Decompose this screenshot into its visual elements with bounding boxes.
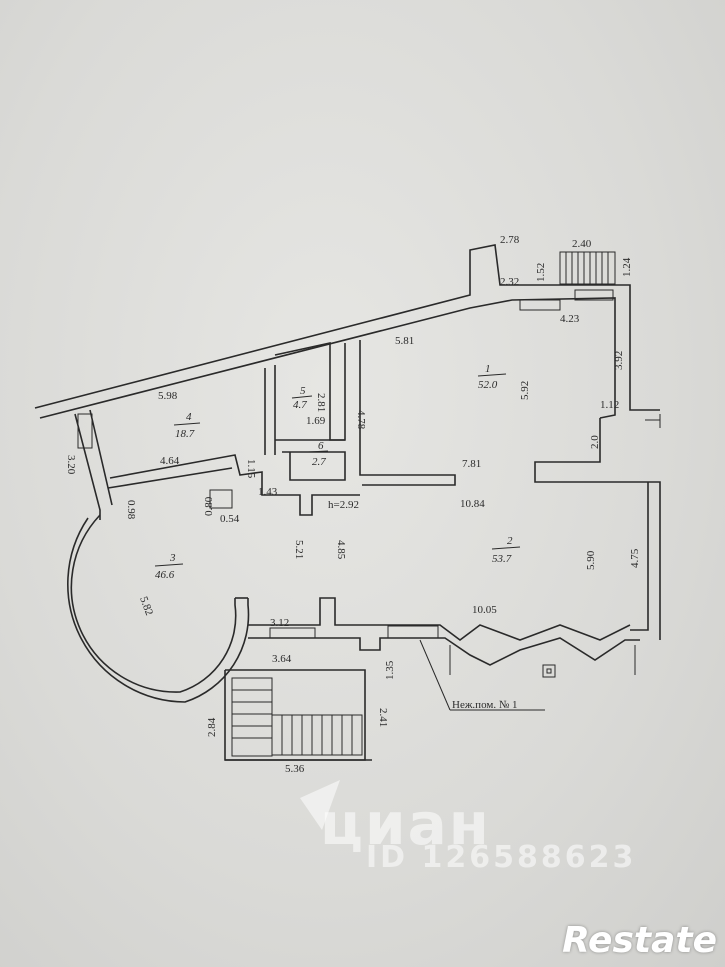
room-number: 3 <box>169 552 176 564</box>
dim-label: h=2.92 <box>328 499 359 511</box>
dim-label: 5.21 <box>293 540 305 559</box>
dim-label: 2.0 <box>589 435 601 449</box>
dim-label: 3.92 <box>613 351 625 370</box>
dim-label: 5.90 <box>585 550 597 570</box>
dim-label: 1.35 <box>384 660 396 680</box>
column-details <box>419 639 636 711</box>
dim-label: 4.23 <box>560 313 580 325</box>
dim-label: 5.82 <box>137 595 155 617</box>
dim-label: 7.81 <box>462 458 481 470</box>
dim-label: 0.80 <box>203 496 215 516</box>
dim-label: 2.32 <box>500 276 519 288</box>
dim-label: 0.98 <box>125 500 137 520</box>
exterior-walls <box>34 244 661 761</box>
dim-label: 10.05 <box>472 604 497 616</box>
stairs-bottom <box>231 677 363 757</box>
dim-label: 1.43 <box>258 486 278 498</box>
room-number: 1 <box>485 363 491 375</box>
dim-label: 1.52 <box>535 263 547 282</box>
dim-label: 2.84 <box>206 717 218 737</box>
dim-label: 1.69 <box>306 415 326 427</box>
room-area: 2.7 <box>312 456 326 468</box>
interior-walls <box>107 340 456 516</box>
dim-label: 3.20 <box>65 455 77 475</box>
room-area: 46.6 <box>155 569 175 581</box>
room-number: 5 <box>300 385 306 397</box>
window-marks <box>77 289 661 639</box>
dim-label: 4.78 <box>355 410 367 430</box>
restate-logo: Restate <box>562 920 717 961</box>
cian-watermark-logo: циан <box>320 790 491 858</box>
dim-label: 2.78 <box>500 234 520 246</box>
dim-label: 2.81 <box>315 393 327 412</box>
dim-label: 1.12 <box>600 399 619 411</box>
dim-label: 1.24 <box>621 257 633 277</box>
dim-label: 3.12 <box>270 617 289 629</box>
premises-caption: Неж.пом. № 1 <box>452 699 518 711</box>
room-area: 18.7 <box>175 428 195 440</box>
room-labels: 1 52.0 2 53.7 3 46.6 4 18.7 5 4.7 6 2.7 <box>154 363 521 581</box>
room-number: 2 <box>507 535 513 547</box>
dim-label: 4.64 <box>160 455 180 467</box>
room-area: 52.0 <box>478 379 498 391</box>
room-area: 53.7 <box>492 553 512 565</box>
room-number: 6 <box>318 440 324 452</box>
dim-label: 5.98 <box>158 390 178 402</box>
dim-label: 3.64 <box>272 653 292 665</box>
dim-label: 0.54 <box>220 513 240 525</box>
dim-label: 4.75 <box>629 548 641 568</box>
dim-label: 10.84 <box>460 498 485 510</box>
dim-label: 5.92 <box>519 381 531 400</box>
dim-label: 5.36 <box>285 763 305 775</box>
dim-label: 2.40 <box>572 238 592 250</box>
room-area: 4.7 <box>293 399 307 411</box>
dim-label: 2.41 <box>377 708 389 727</box>
stairs-top <box>559 251 616 285</box>
dim-label: 1.15 <box>245 459 257 479</box>
dim-label: 5.81 <box>395 335 414 347</box>
room-number: 4 <box>186 411 192 423</box>
cian-watermark-id: ID 126588623 <box>366 840 637 875</box>
dim-label: 4.85 <box>335 540 347 560</box>
dimension-labels: 2.78 2.40 2.32 1.52 1.24 4.23 5.81 3.92 … <box>65 234 641 775</box>
cian-pin-icon <box>300 780 340 830</box>
